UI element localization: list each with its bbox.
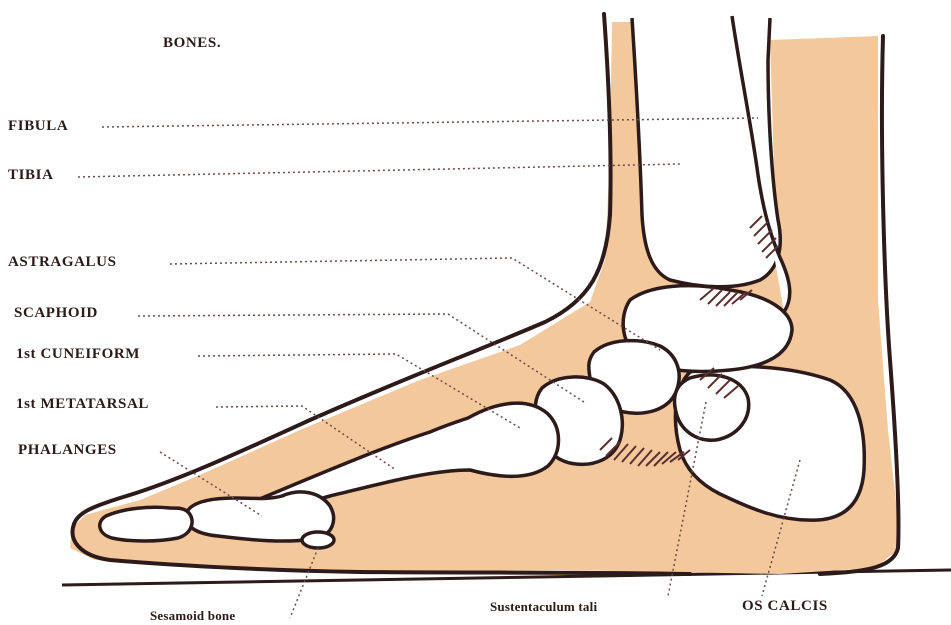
tibia-shape <box>632 18 780 287</box>
label-astragalus: ASTRAGALUS <box>8 255 117 270</box>
leader-tibia <box>78 164 680 177</box>
label-scaphoid: SCAPHOID <box>14 306 98 321</box>
diagram-title: BONES. <box>163 36 221 51</box>
label-tibia: TIBIA <box>8 168 54 183</box>
leg-bones <box>632 16 790 312</box>
sesamoid-shape <box>302 532 334 548</box>
label-os-calcis: OS CALCIS <box>742 599 828 614</box>
label-sesamoid: Sesamoid bone <box>150 609 235 622</box>
label-metatarsal: 1st METATARSAL <box>16 397 149 412</box>
label-cuneiform: 1st CUNEIFORM <box>16 347 140 362</box>
label-fibula: FIBULA <box>8 119 68 134</box>
distal-phalanx-shape <box>100 507 192 541</box>
label-phalanges: PHALANGES <box>18 443 117 458</box>
label-sustentaculum: Sustentaculum tali <box>490 600 597 613</box>
